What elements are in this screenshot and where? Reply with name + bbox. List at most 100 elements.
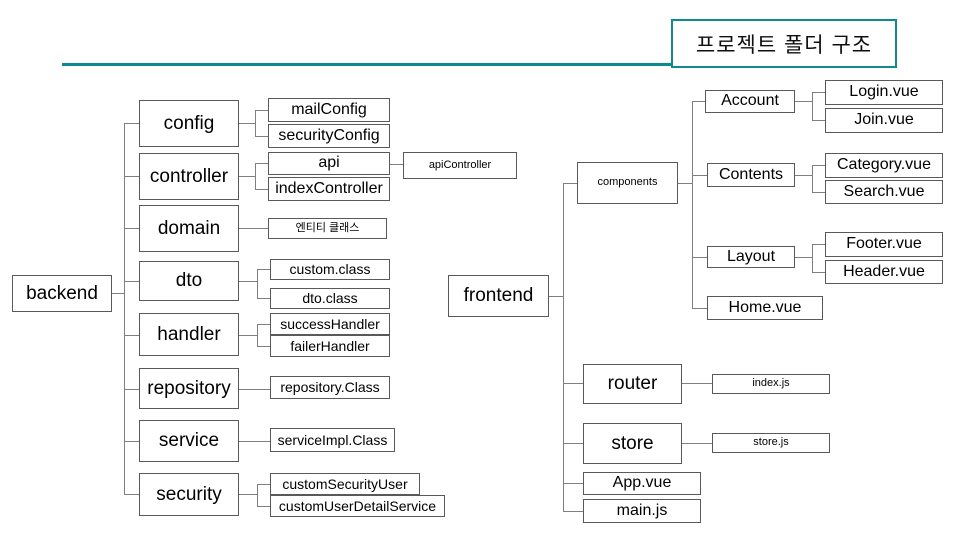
node-footer-vue[interactable]: Footer.vue	[825, 232, 943, 257]
connector-controller-stub	[239, 176, 255, 177]
node-router[interactable]: router	[583, 364, 682, 404]
node-index-js[interactable]: index.js	[712, 374, 830, 394]
connector-dto-stub	[239, 281, 257, 282]
node-failer-handler[interactable]: failerHandler	[270, 335, 390, 357]
node-domain[interactable]: domain	[139, 205, 239, 252]
node-security[interactable]: security	[139, 473, 239, 516]
node-frontend-label: frontend	[463, 285, 534, 307]
node-mailconfig[interactable]: mailConfig	[268, 98, 390, 122]
node-backend-label: backend	[26, 282, 98, 304]
node-mailconfig-label: mailConfig	[291, 100, 367, 118]
connector-components-to-contents	[692, 175, 707, 176]
node-apicontroller[interactable]: apiController	[403, 152, 517, 179]
node-apicontroller-label: apiController	[428, 158, 492, 171]
node-api-label: api	[318, 154, 340, 172]
connector-dto-split	[257, 269, 258, 298]
node-backend[interactable]: backend	[12, 275, 112, 312]
node-layout[interactable]: Layout	[707, 246, 795, 268]
connector-account-to-joinvue	[812, 120, 825, 121]
node-success-handler[interactable]: successHandler	[270, 313, 390, 335]
node-success-handler-label: successHandler	[280, 315, 380, 332]
connector-handler-to-failerhandler	[257, 346, 270, 347]
node-join-vue[interactable]: Join.vue	[825, 108, 943, 133]
node-repository-label: repository	[147, 377, 231, 399]
node-category-vue[interactable]: Category.vue	[825, 153, 943, 178]
connector-contents-split	[812, 165, 813, 192]
node-join-vue-label: Join.vue	[854, 111, 914, 129]
node-search-vue[interactable]: Search.vue	[825, 180, 943, 204]
node-handler[interactable]: handler	[139, 313, 239, 356]
connector-contents-to-categoryvue	[812, 165, 825, 166]
node-category-vue-label: Category.vue	[837, 156, 931, 174]
node-service-impl-class-label: serviceImpl.Class	[277, 431, 388, 448]
connector-security-to-customsecurityuser	[257, 484, 270, 485]
connector-backend-to-handler	[124, 335, 139, 336]
connector-backend-to-security	[124, 494, 139, 495]
node-dto-class[interactable]: dto.class	[270, 288, 390, 309]
connector-frontend-to-components	[563, 183, 577, 184]
node-repository[interactable]: repository	[139, 368, 239, 409]
node-dto[interactable]: dto	[139, 261, 239, 301]
node-config[interactable]: config	[139, 100, 239, 147]
connector-handler-split	[257, 324, 258, 346]
node-contents[interactable]: Contents	[707, 163, 795, 187]
connector-dto-to-customclass	[257, 269, 270, 270]
node-config-label: config	[163, 112, 215, 134]
connector-backend-to-domain	[124, 228, 139, 229]
connector-frontend-to-appvue	[563, 483, 583, 484]
title-rule	[62, 63, 677, 66]
connector-backend-to-dto	[124, 281, 139, 282]
node-login-vue[interactable]: Login.vue	[825, 80, 943, 105]
node-account-label: Account	[721, 92, 779, 110]
node-store[interactable]: store	[583, 423, 682, 464]
connector-contents-stub	[795, 175, 812, 176]
connector-security-split	[257, 484, 258, 506]
connector-backend-trunk	[124, 123, 125, 495]
node-frontend[interactable]: frontend	[448, 275, 549, 317]
node-account[interactable]: Account	[705, 90, 795, 113]
node-search-vue-label: Search.vue	[843, 182, 925, 200]
node-securityconfig[interactable]: securityConfig	[268, 124, 390, 148]
connector-backend-to-config	[124, 123, 139, 124]
node-indexcontroller[interactable]: indexController	[268, 177, 390, 201]
node-entity-class-label: 엔티티 클래스	[295, 221, 360, 234]
node-controller-label: controller	[149, 165, 229, 187]
connector-contents-to-searchvue	[812, 192, 825, 193]
connector-frontend-trunk	[563, 183, 564, 511]
connector-frontend-to-mainjs	[563, 511, 583, 512]
node-login-vue-label: Login.vue	[849, 83, 919, 101]
node-security-label: security	[156, 483, 222, 505]
node-store-js[interactable]: store.js	[712, 433, 830, 453]
connector-security-to-customuserdetailservice	[257, 506, 270, 507]
node-custom-security-user[interactable]: customSecurityUser	[270, 473, 420, 495]
node-header-vue[interactable]: Header.vue	[825, 260, 943, 284]
node-api[interactable]: api	[268, 152, 390, 175]
node-app-vue[interactable]: App.vue	[583, 472, 701, 495]
node-home-vue[interactable]: Home.vue	[707, 296, 823, 320]
connector-frontend-to-store	[563, 443, 583, 444]
connector-components-to-homevue	[692, 308, 707, 309]
node-store-js-label: store.js	[753, 436, 789, 449]
connector-layout-stub	[795, 257, 812, 258]
node-custom-user-detail-service[interactable]: customUserDetailService	[270, 495, 445, 517]
node-entity-class[interactable]: 엔티티 클래스	[268, 218, 387, 239]
node-contents-label: Contents	[718, 165, 784, 183]
connector-account-split	[812, 92, 813, 120]
connector-api-to-apicontroller	[390, 164, 403, 165]
connector-backend-to-controller	[124, 176, 139, 177]
node-custom-class[interactable]: custom.class	[270, 259, 390, 280]
connector-layout-split	[812, 244, 813, 272]
connector-config-stub	[239, 123, 255, 124]
connector-config-to-mailconfig	[255, 110, 268, 111]
node-components[interactable]: components	[577, 162, 678, 204]
node-repository-class[interactable]: repository.Class	[270, 376, 390, 399]
node-main-js[interactable]: main.js	[583, 499, 701, 523]
node-service-impl-class[interactable]: serviceImpl.Class	[270, 428, 395, 452]
node-controller[interactable]: controller	[139, 153, 239, 200]
node-footer-vue-label: Footer.vue	[846, 235, 922, 253]
connector-components-to-account	[692, 101, 705, 102]
node-service[interactable]: service	[139, 420, 239, 462]
node-custom-user-detail-service-label: customUserDetailService	[278, 497, 437, 514]
connector-controller-split	[255, 163, 256, 189]
